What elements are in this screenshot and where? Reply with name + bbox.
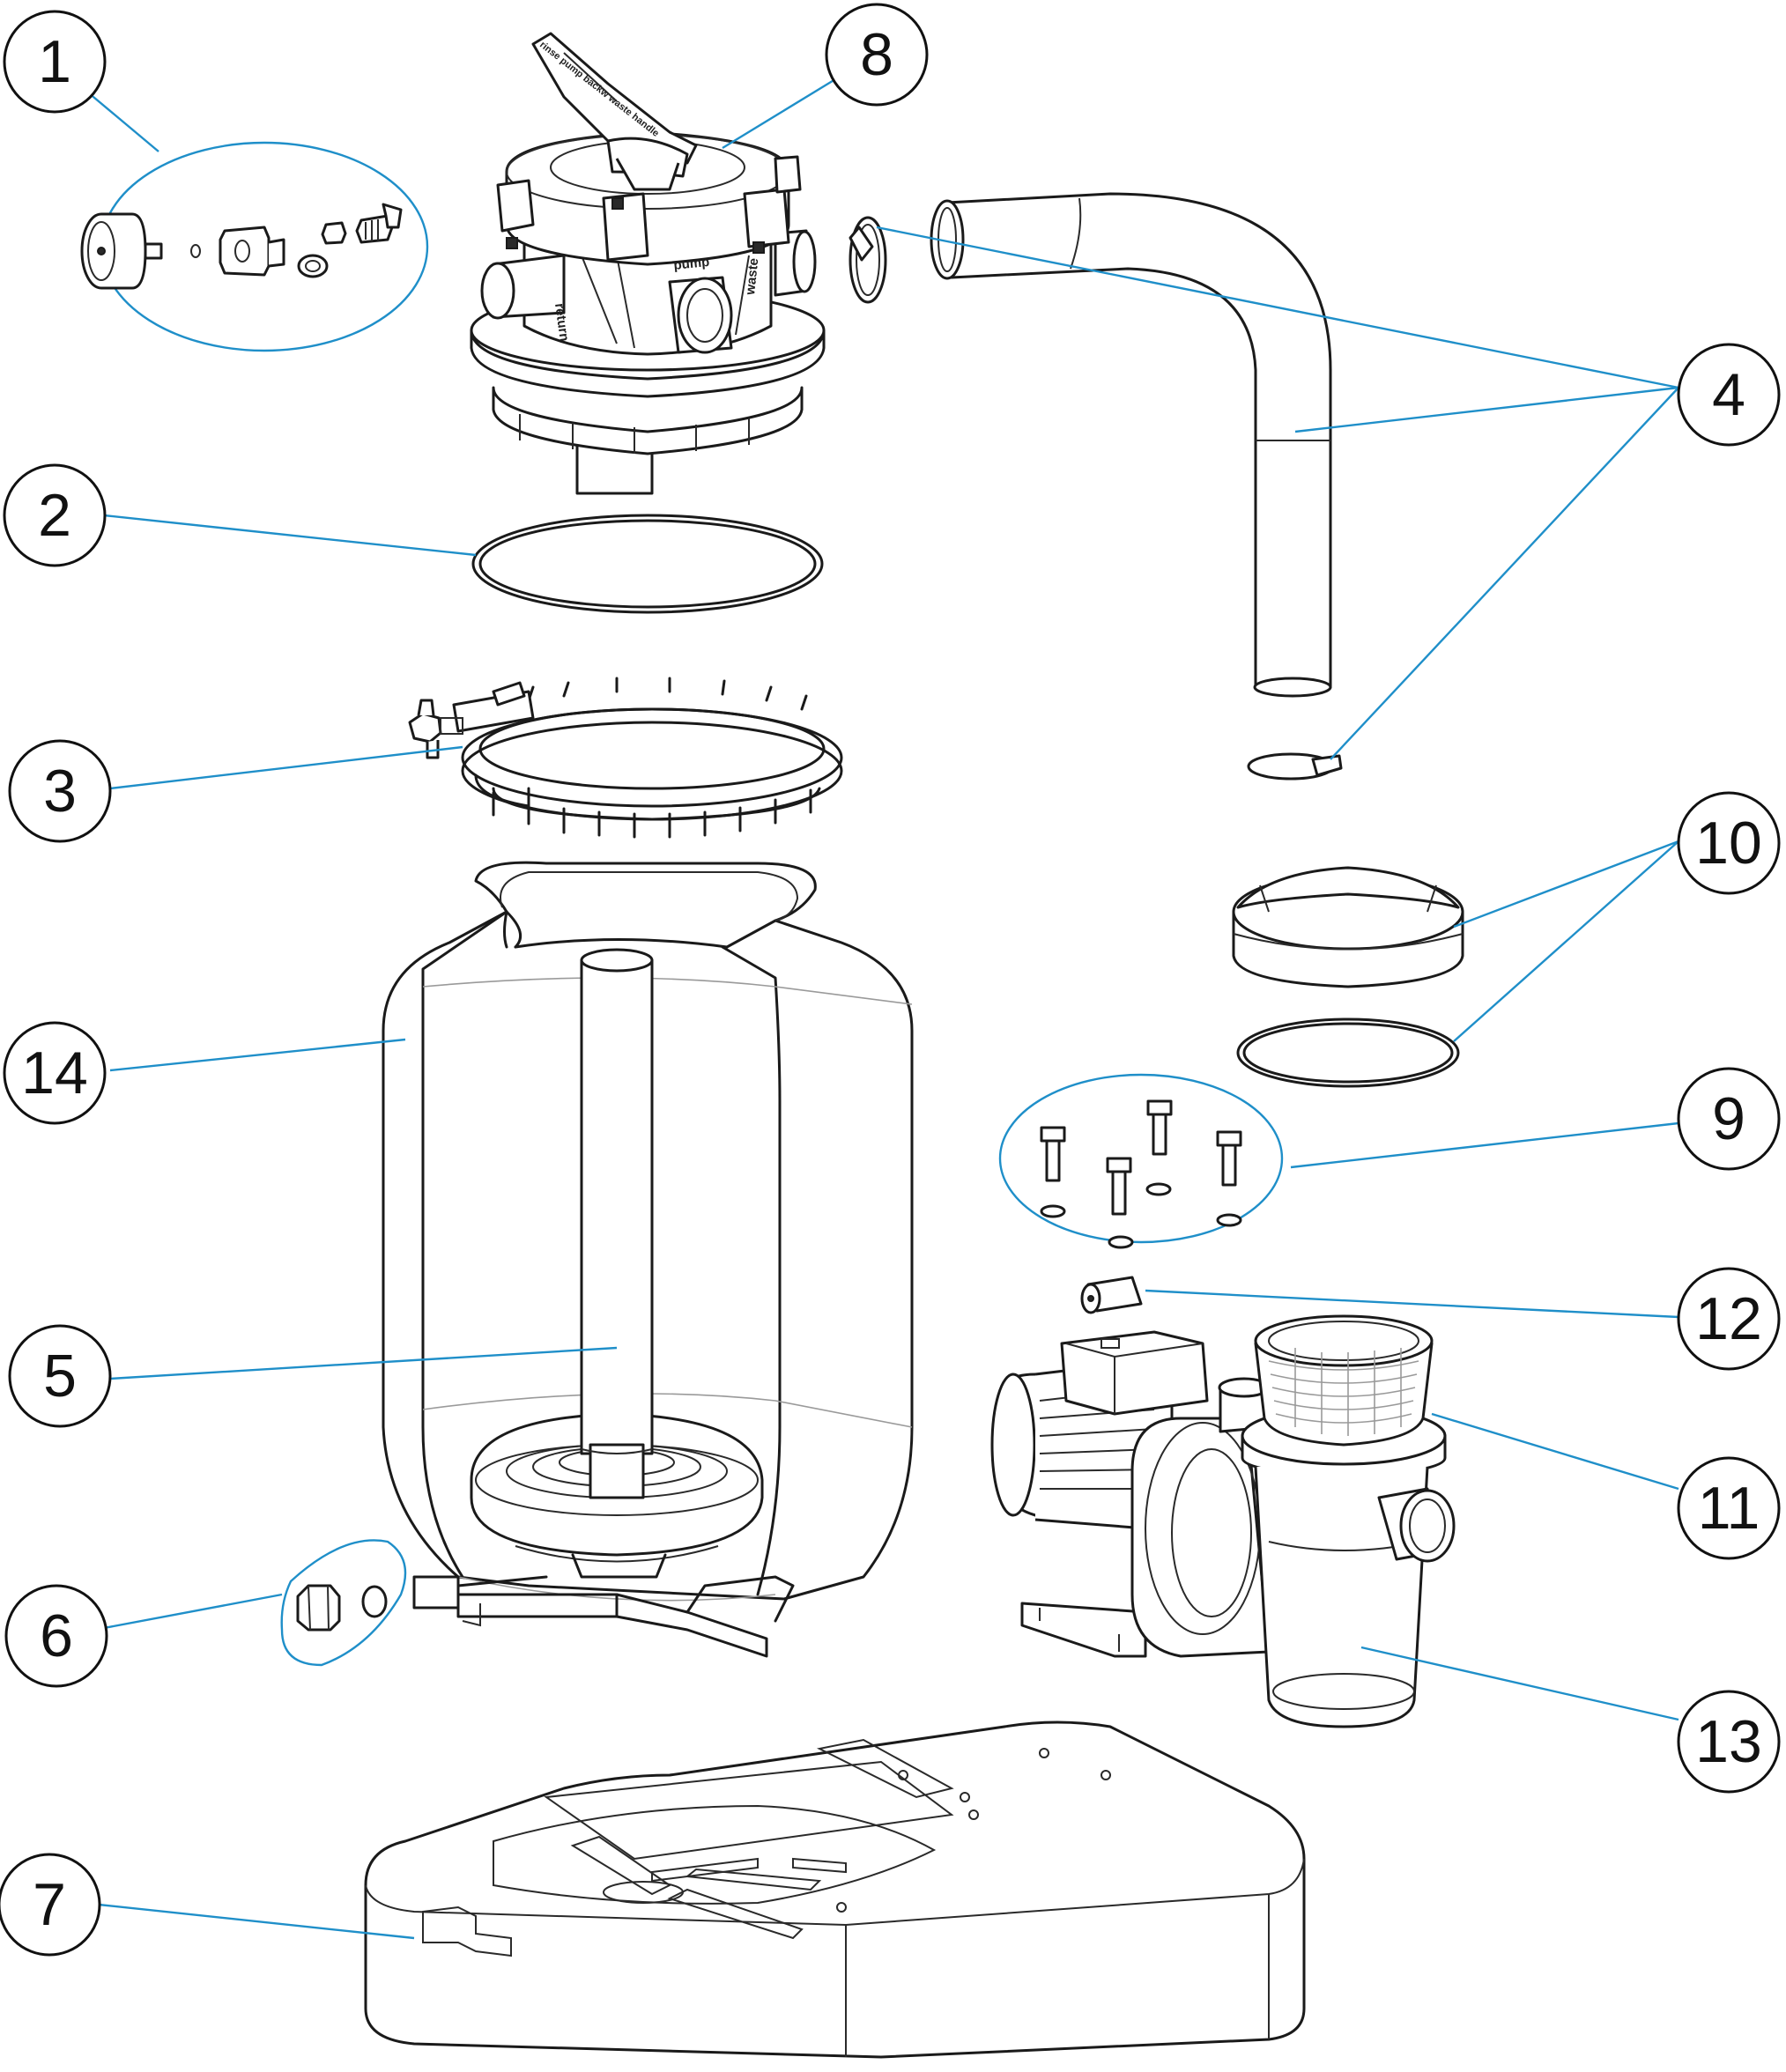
leader-6 (103, 1593, 283, 1630)
leader-12 (1145, 1289, 1679, 1319)
callout-10: 10 (1677, 791, 1781, 895)
part-pump-assembly (990, 1314, 1456, 1728)
svg-text:6: 6 (40, 1602, 73, 1669)
part-small-insert (1080, 1276, 1143, 1314)
callout-14: 14 (3, 1021, 107, 1125)
leader-4b (1294, 386, 1679, 433)
svg-text:7: 7 (33, 1871, 66, 1938)
callout-9: 9 (1677, 1067, 1781, 1171)
svg-text:5: 5 (43, 1343, 77, 1410)
callout-7: 7 (0, 1853, 101, 1957)
valve-label-pump: pump (673, 255, 710, 273)
svg-text:10: 10 (1695, 810, 1762, 877)
part-filter-tank (382, 861, 914, 1658)
callout-12: 12 (1677, 1267, 1781, 1371)
part-gauge-kit (80, 141, 429, 352)
leader-7 (98, 1903, 415, 1940)
leader-11 (1431, 1412, 1679, 1491)
callout-2: 2 (3, 463, 107, 567)
svg-text:11: 11 (1698, 1475, 1760, 1542)
part-clamp-ring (408, 677, 843, 839)
valve-label-return: return (552, 302, 572, 342)
leader-3 (109, 745, 463, 790)
part-base (364, 1720, 1306, 2059)
leader-14 (109, 1038, 406, 1072)
part-o-ring-large (471, 514, 824, 614)
svg-text:3: 3 (43, 758, 77, 825)
leader-4c (1330, 387, 1679, 760)
svg-text:12: 12 (1695, 1285, 1762, 1352)
leader-5 (109, 1346, 618, 1380)
callout-4: 4 (1677, 343, 1781, 447)
callout-6: 6 (4, 1584, 108, 1688)
svg-text:8: 8 (860, 21, 893, 88)
leader-10a (1453, 840, 1679, 929)
callout-13: 13 (1677, 1690, 1781, 1794)
callout-11: 11 (1677, 1456, 1781, 1560)
leader-4a (876, 226, 1679, 389)
callout-3: 3 (8, 739, 112, 843)
svg-text:4: 4 (1712, 361, 1745, 428)
valve-label-waste: waste (743, 257, 761, 296)
leader-8 (722, 78, 836, 150)
svg-text:14: 14 (21, 1040, 88, 1106)
leader-13 (1360, 1646, 1679, 1721)
part-drain-plug (280, 1539, 407, 1667)
callout-5: 5 (8, 1324, 112, 1428)
leader-10b (1453, 840, 1679, 1042)
leader-1 (87, 92, 159, 152)
leader-2 (103, 514, 477, 557)
callout-1: 1 (3, 10, 107, 114)
svg-text:2: 2 (38, 482, 71, 549)
part-bolt-kit (998, 1073, 1284, 1249)
part-strainer-lid (1232, 866, 1464, 1088)
callout-8: 8 (825, 3, 929, 107)
svg-text:13: 13 (1695, 1708, 1762, 1775)
leader-lines (87, 78, 1679, 1940)
part-standpipe-lateral (470, 948, 764, 1579)
part-multiport-valve (470, 32, 826, 495)
svg-text:1: 1 (38, 28, 71, 95)
part-connection-pipe (849, 192, 1343, 781)
svg-text:9: 9 (1712, 1085, 1745, 1152)
leader-9 (1290, 1121, 1679, 1169)
